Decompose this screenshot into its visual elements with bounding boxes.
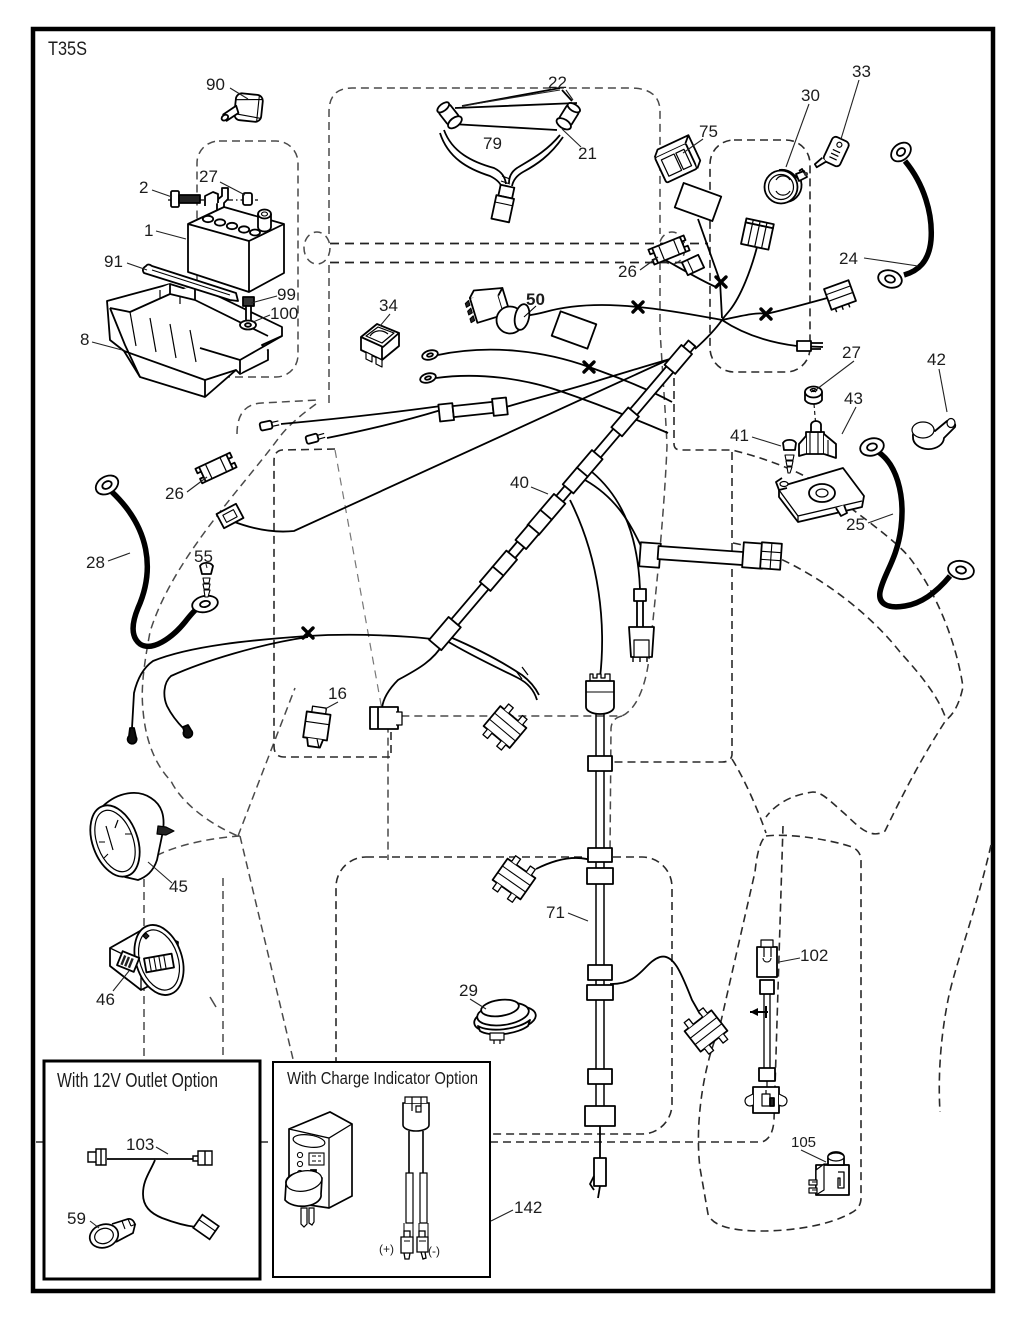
svg-text:33: 33 (852, 62, 871, 81)
svg-text:91: 91 (104, 252, 123, 271)
svg-text:100: 100 (270, 304, 298, 323)
svg-text:(+): (+) (379, 1242, 394, 1256)
svg-text:24: 24 (839, 249, 858, 268)
svg-text:105: 105 (791, 1134, 816, 1151)
svg-text:With 12V Outlet Option: With 12V Outlet Option (57, 1070, 218, 1092)
svg-text:34: 34 (379, 296, 398, 315)
svg-text:21: 21 (578, 144, 597, 163)
svg-text:With Charge Indicator Option: With Charge Indicator Option (287, 1068, 478, 1088)
svg-text:28: 28 (86, 553, 105, 572)
svg-text:26: 26 (165, 484, 184, 503)
svg-text:26: 26 (618, 262, 637, 281)
svg-text:90: 90 (206, 75, 225, 94)
svg-text:75: 75 (699, 122, 718, 141)
svg-text:99: 99 (277, 285, 296, 304)
svg-text:40: 40 (510, 473, 529, 492)
svg-text:102: 102 (800, 946, 828, 965)
svg-text:50: 50 (526, 290, 545, 309)
svg-text:27: 27 (842, 343, 861, 362)
svg-text:46: 46 (96, 990, 115, 1009)
svg-text:(-): (-) (428, 1244, 440, 1258)
svg-text:27: 27 (199, 167, 218, 186)
svg-text:30: 30 (801, 86, 820, 105)
svg-text:42: 42 (927, 350, 946, 369)
svg-text:103: 103 (126, 1135, 154, 1154)
svg-text:142: 142 (514, 1198, 542, 1217)
svg-text:T35S: T35S (48, 39, 87, 60)
svg-text:29: 29 (459, 981, 478, 1000)
svg-text:55: 55 (194, 547, 213, 566)
svg-text:16: 16 (328, 684, 347, 703)
svg-text:1: 1 (144, 221, 153, 240)
svg-text:2: 2 (139, 178, 148, 197)
svg-text:45: 45 (169, 877, 188, 896)
svg-text:43: 43 (844, 389, 863, 408)
svg-text:79: 79 (483, 134, 502, 153)
svg-text:71: 71 (546, 903, 565, 922)
svg-text:25: 25 (846, 515, 865, 534)
svg-text:22: 22 (548, 73, 567, 92)
svg-text:59: 59 (67, 1209, 86, 1228)
svg-text:41: 41 (730, 426, 749, 445)
svg-text:8: 8 (80, 330, 89, 349)
